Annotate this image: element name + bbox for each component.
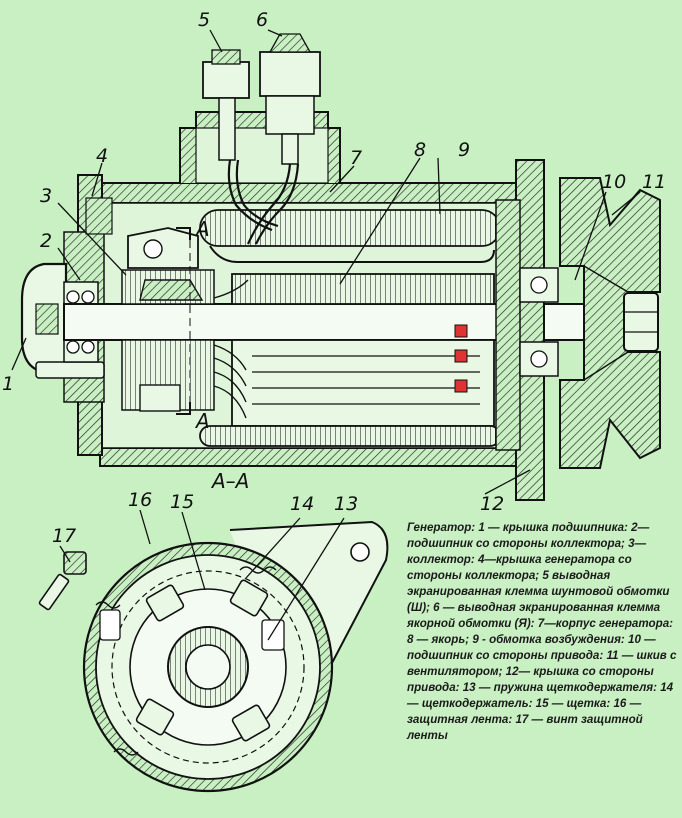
figure-caption: Генератор: 1 — крышка подшипника: 2— под… <box>407 521 677 742</box>
label-13: 13 <box>334 493 358 515</box>
armature-shaft <box>63 303 647 341</box>
label-7: 7 <box>350 147 362 169</box>
label-16: 16 <box>128 489 152 511</box>
terminal-leads <box>227 159 300 245</box>
section-mark-a-upper: А <box>194 217 210 241</box>
section-cut-lines <box>176 227 191 415</box>
callout-numbers: 1 2 3 4 5 6 7 8 9 10 11 12 13 14 15 16 1… <box>2 9 666 547</box>
drive-bearing <box>519 267 559 377</box>
armature <box>231 273 495 427</box>
label-11: 11 <box>642 171 666 193</box>
label-2: 2 <box>40 230 52 252</box>
label-15: 15 <box>170 491 194 513</box>
label-1: 1 <box>2 373 14 395</box>
label-6: 6 <box>256 9 268 31</box>
armature-end-windings <box>213 279 249 419</box>
label-14: 14 <box>290 493 314 515</box>
brush-holder-section <box>127 227 204 412</box>
label-10: 10 <box>602 171 626 193</box>
band-screw <box>38 551 87 611</box>
terminal-block <box>179 111 341 184</box>
brush-holders <box>99 579 285 742</box>
bearing-cap <box>20 262 105 379</box>
cross-section <box>38 520 389 793</box>
longitudinal-section <box>20 33 661 501</box>
leader-lines <box>11 29 641 641</box>
shunt-terminal <box>202 49 250 161</box>
section-title: А–А <box>210 469 249 493</box>
field-winding <box>199 209 501 447</box>
mounting-hole <box>350 542 370 562</box>
label-9: 9 <box>458 139 470 161</box>
label-4: 4 <box>96 145 108 167</box>
label-3: 3 <box>40 185 52 207</box>
commutator-bearing <box>63 281 99 363</box>
brush-springs <box>95 566 277 756</box>
label-17: 17 <box>52 525 76 547</box>
section-mark-a-lower: А <box>194 409 210 433</box>
label-12: 12 <box>480 493 504 515</box>
label-5: 5 <box>198 9 210 31</box>
label-8: 8 <box>414 139 426 161</box>
drive-side-cover <box>495 159 545 501</box>
